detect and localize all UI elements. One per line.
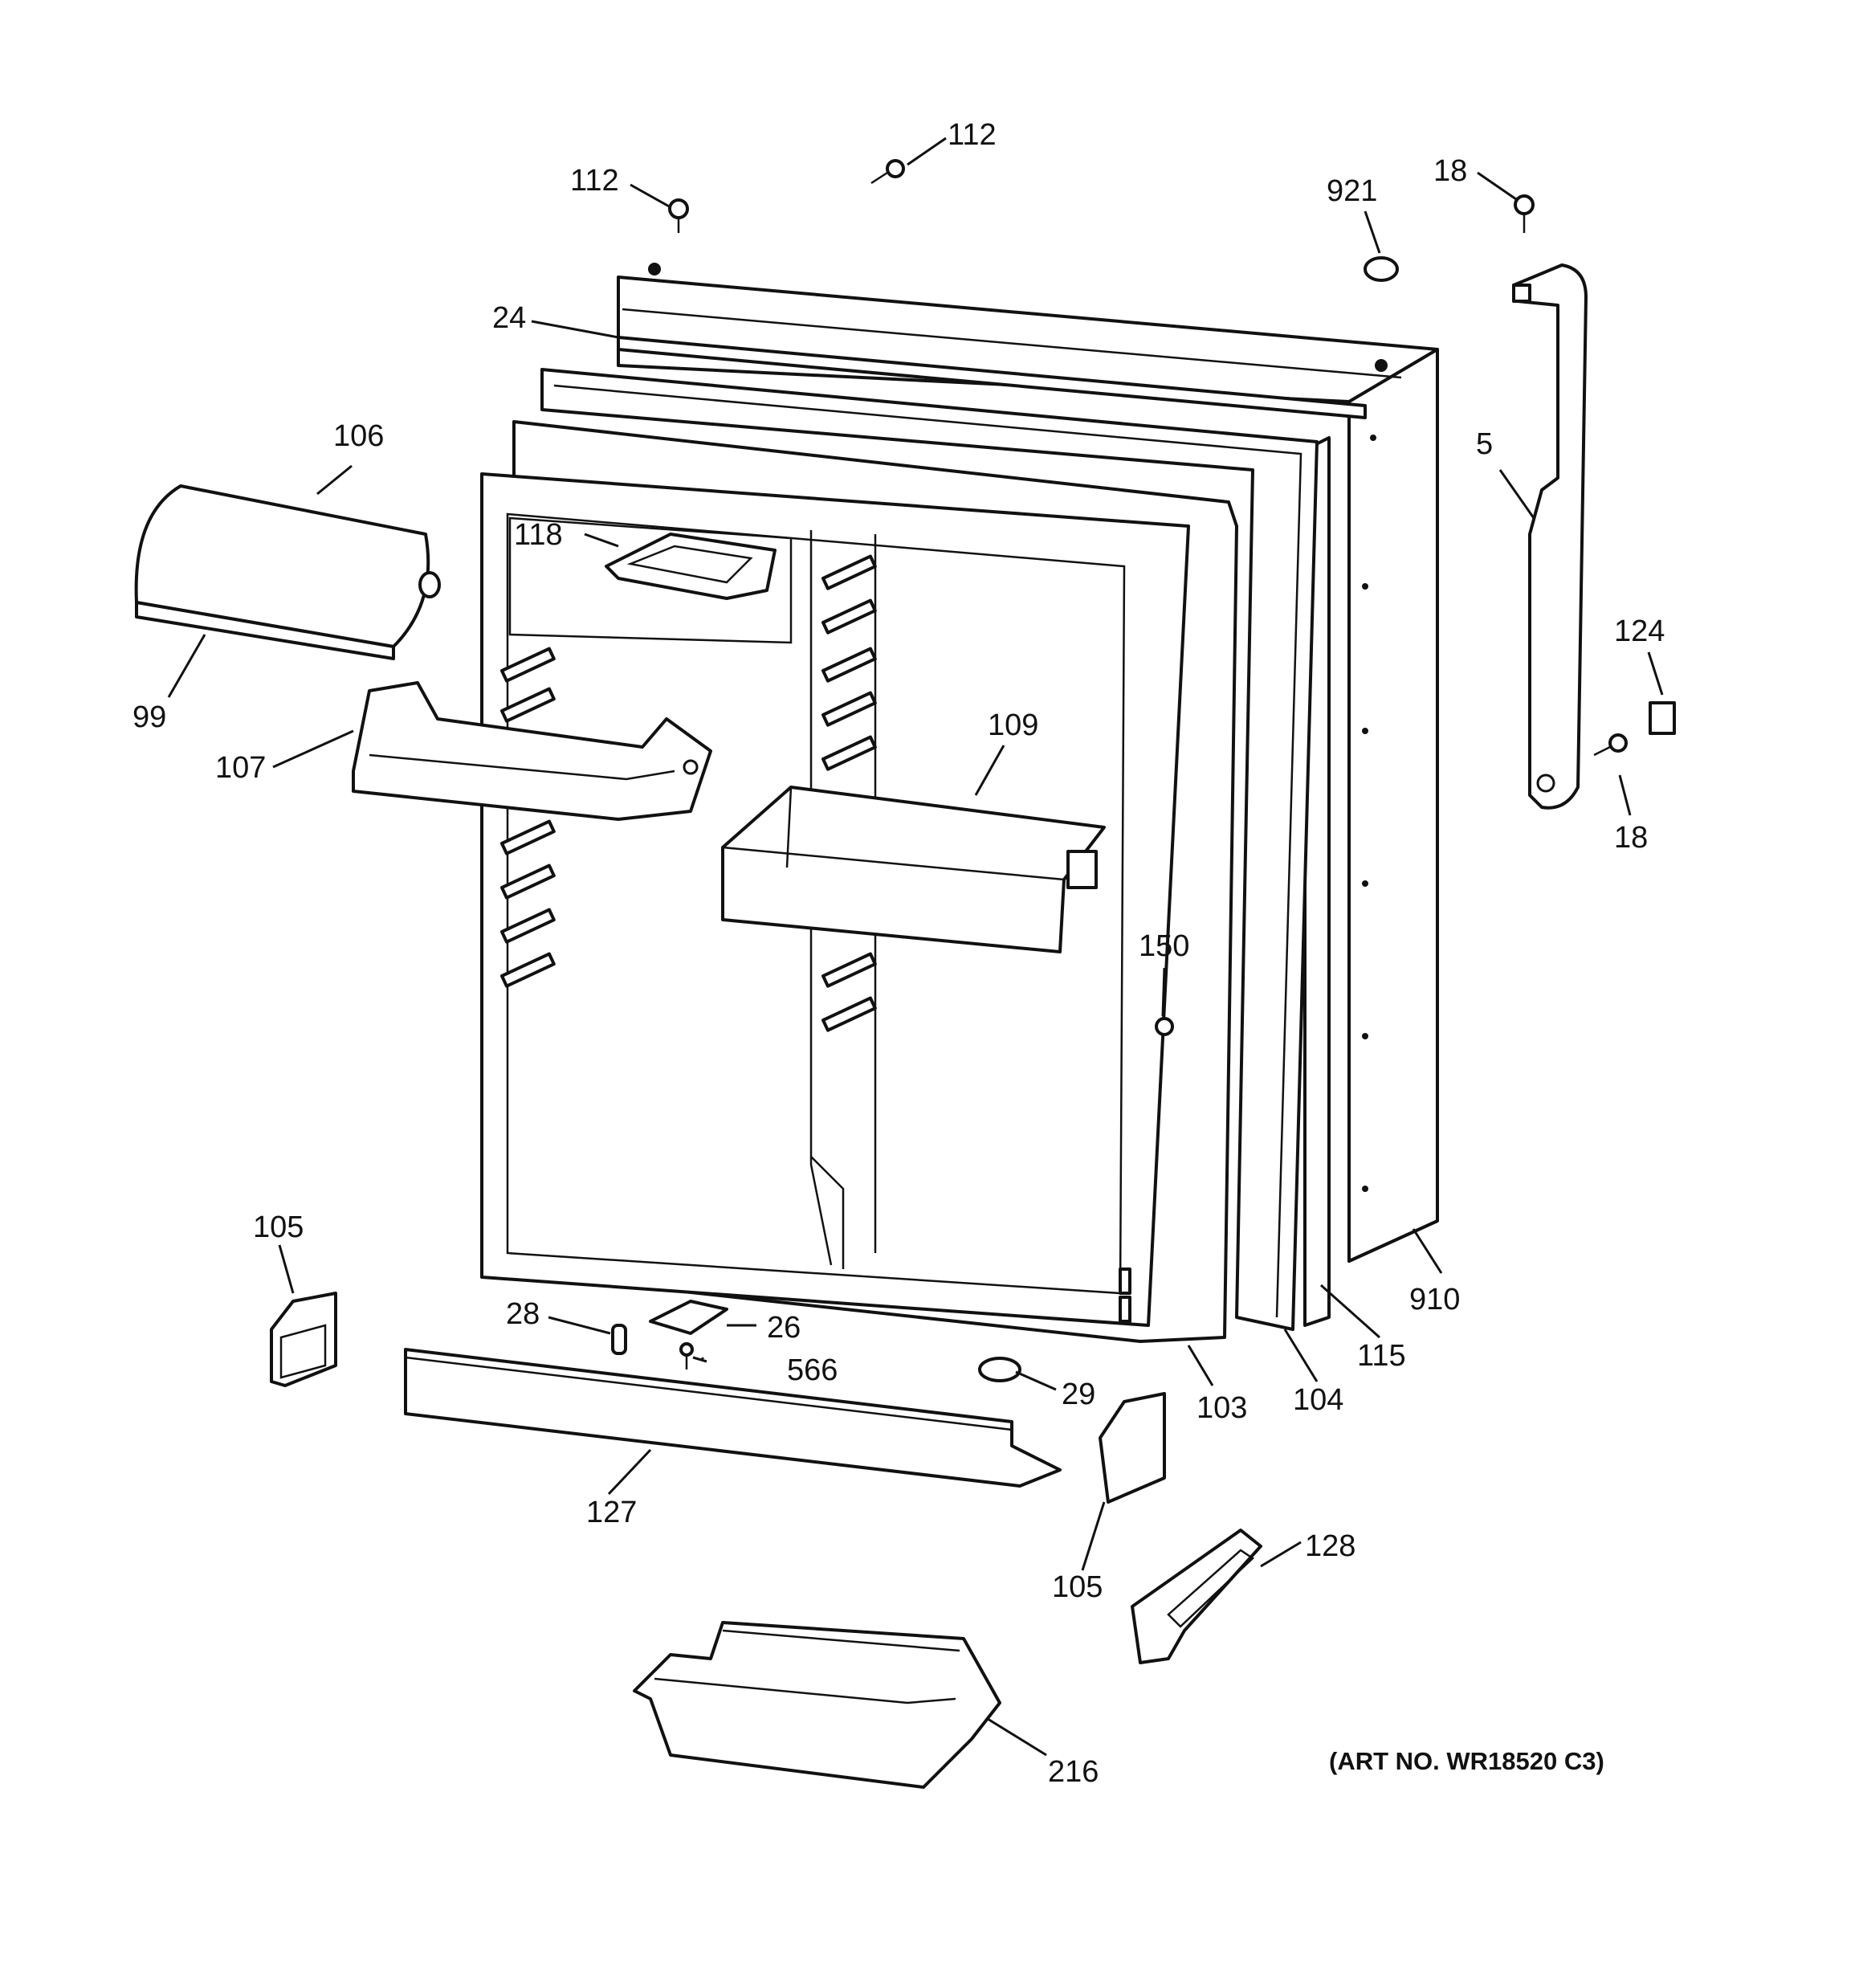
callout-104: 104	[1293, 1383, 1343, 1417]
callout-910: 910	[1409, 1283, 1460, 1316]
bracket-128	[1131, 1529, 1262, 1664]
callout-18-top: 18	[1433, 154, 1467, 188]
callout-99: 99	[132, 700, 166, 734]
callout-921: 921	[1327, 174, 1377, 208]
callout-112-b: 112	[948, 118, 997, 152]
callout-29: 29	[1062, 1378, 1095, 1411]
callout-18-side: 18	[1614, 821, 1648, 855]
callout-109: 109	[988, 708, 1038, 742]
left-shelf-ribs	[499, 647, 556, 988]
center-shelf-ribs	[821, 554, 877, 1032]
top-trim-strip-24	[617, 336, 1367, 419]
callout-26: 26	[767, 1311, 801, 1345]
bottom-trim-127	[404, 1348, 1062, 1488]
callout-28: 28	[506, 1297, 540, 1331]
plate-26	[649, 1300, 728, 1335]
end-cap-105-left	[270, 1292, 337, 1387]
end-cap-105-right	[1099, 1392, 1166, 1504]
callout-124: 124	[1614, 614, 1665, 648]
screw-18-top	[1514, 194, 1535, 233]
clip-124	[1649, 701, 1676, 735]
grommet-29	[978, 1357, 1021, 1382]
dairy-door-106	[134, 484, 441, 648]
callout-115: 115	[1357, 1339, 1406, 1373]
screw-112-b	[870, 159, 905, 185]
screw-18-side	[1593, 733, 1628, 757]
dairy-door-lip-99	[135, 601, 395, 660]
art-number: (ART NO. WR18520 C3)	[1329, 1747, 1604, 1775]
screw-112-a	[668, 198, 689, 233]
callout-105-left: 105	[253, 1210, 304, 1244]
door-bin-109	[721, 786, 1106, 953]
callout-127: 127	[586, 1496, 637, 1529]
screw-150	[1155, 1017, 1174, 1036]
hinge-5	[1512, 263, 1588, 810]
callout-106: 106	[333, 419, 384, 453]
small-shelf-118	[605, 533, 777, 600]
callout-24: 24	[492, 301, 526, 335]
callout-112-a: 112	[570, 164, 619, 198]
bottom-bin-216	[633, 1621, 1001, 1789]
callout-105-right: 105	[1052, 1570, 1103, 1604]
shelf-bin-107	[352, 681, 712, 821]
callout-labels: 112 112 18 921 24 106 5 118 99 124 109 1…	[132, 118, 1665, 1789]
callout-107: 107	[215, 751, 266, 785]
callout-103: 103	[1196, 1391, 1247, 1425]
callout-150: 150	[1139, 929, 1189, 963]
pin-28	[611, 1324, 627, 1355]
callout-5: 5	[1476, 427, 1493, 461]
callout-128: 128	[1305, 1529, 1355, 1563]
leader-lines	[167, 137, 1664, 1757]
callout-118: 118	[514, 518, 563, 552]
callout-216: 216	[1048, 1755, 1099, 1789]
outer-door-panel-910	[617, 263, 1439, 1263]
plug-921	[1364, 256, 1399, 282]
screw-566	[679, 1342, 694, 1370]
callout-566: 566	[787, 1353, 838, 1387]
door-gasket-104	[540, 368, 1319, 1331]
